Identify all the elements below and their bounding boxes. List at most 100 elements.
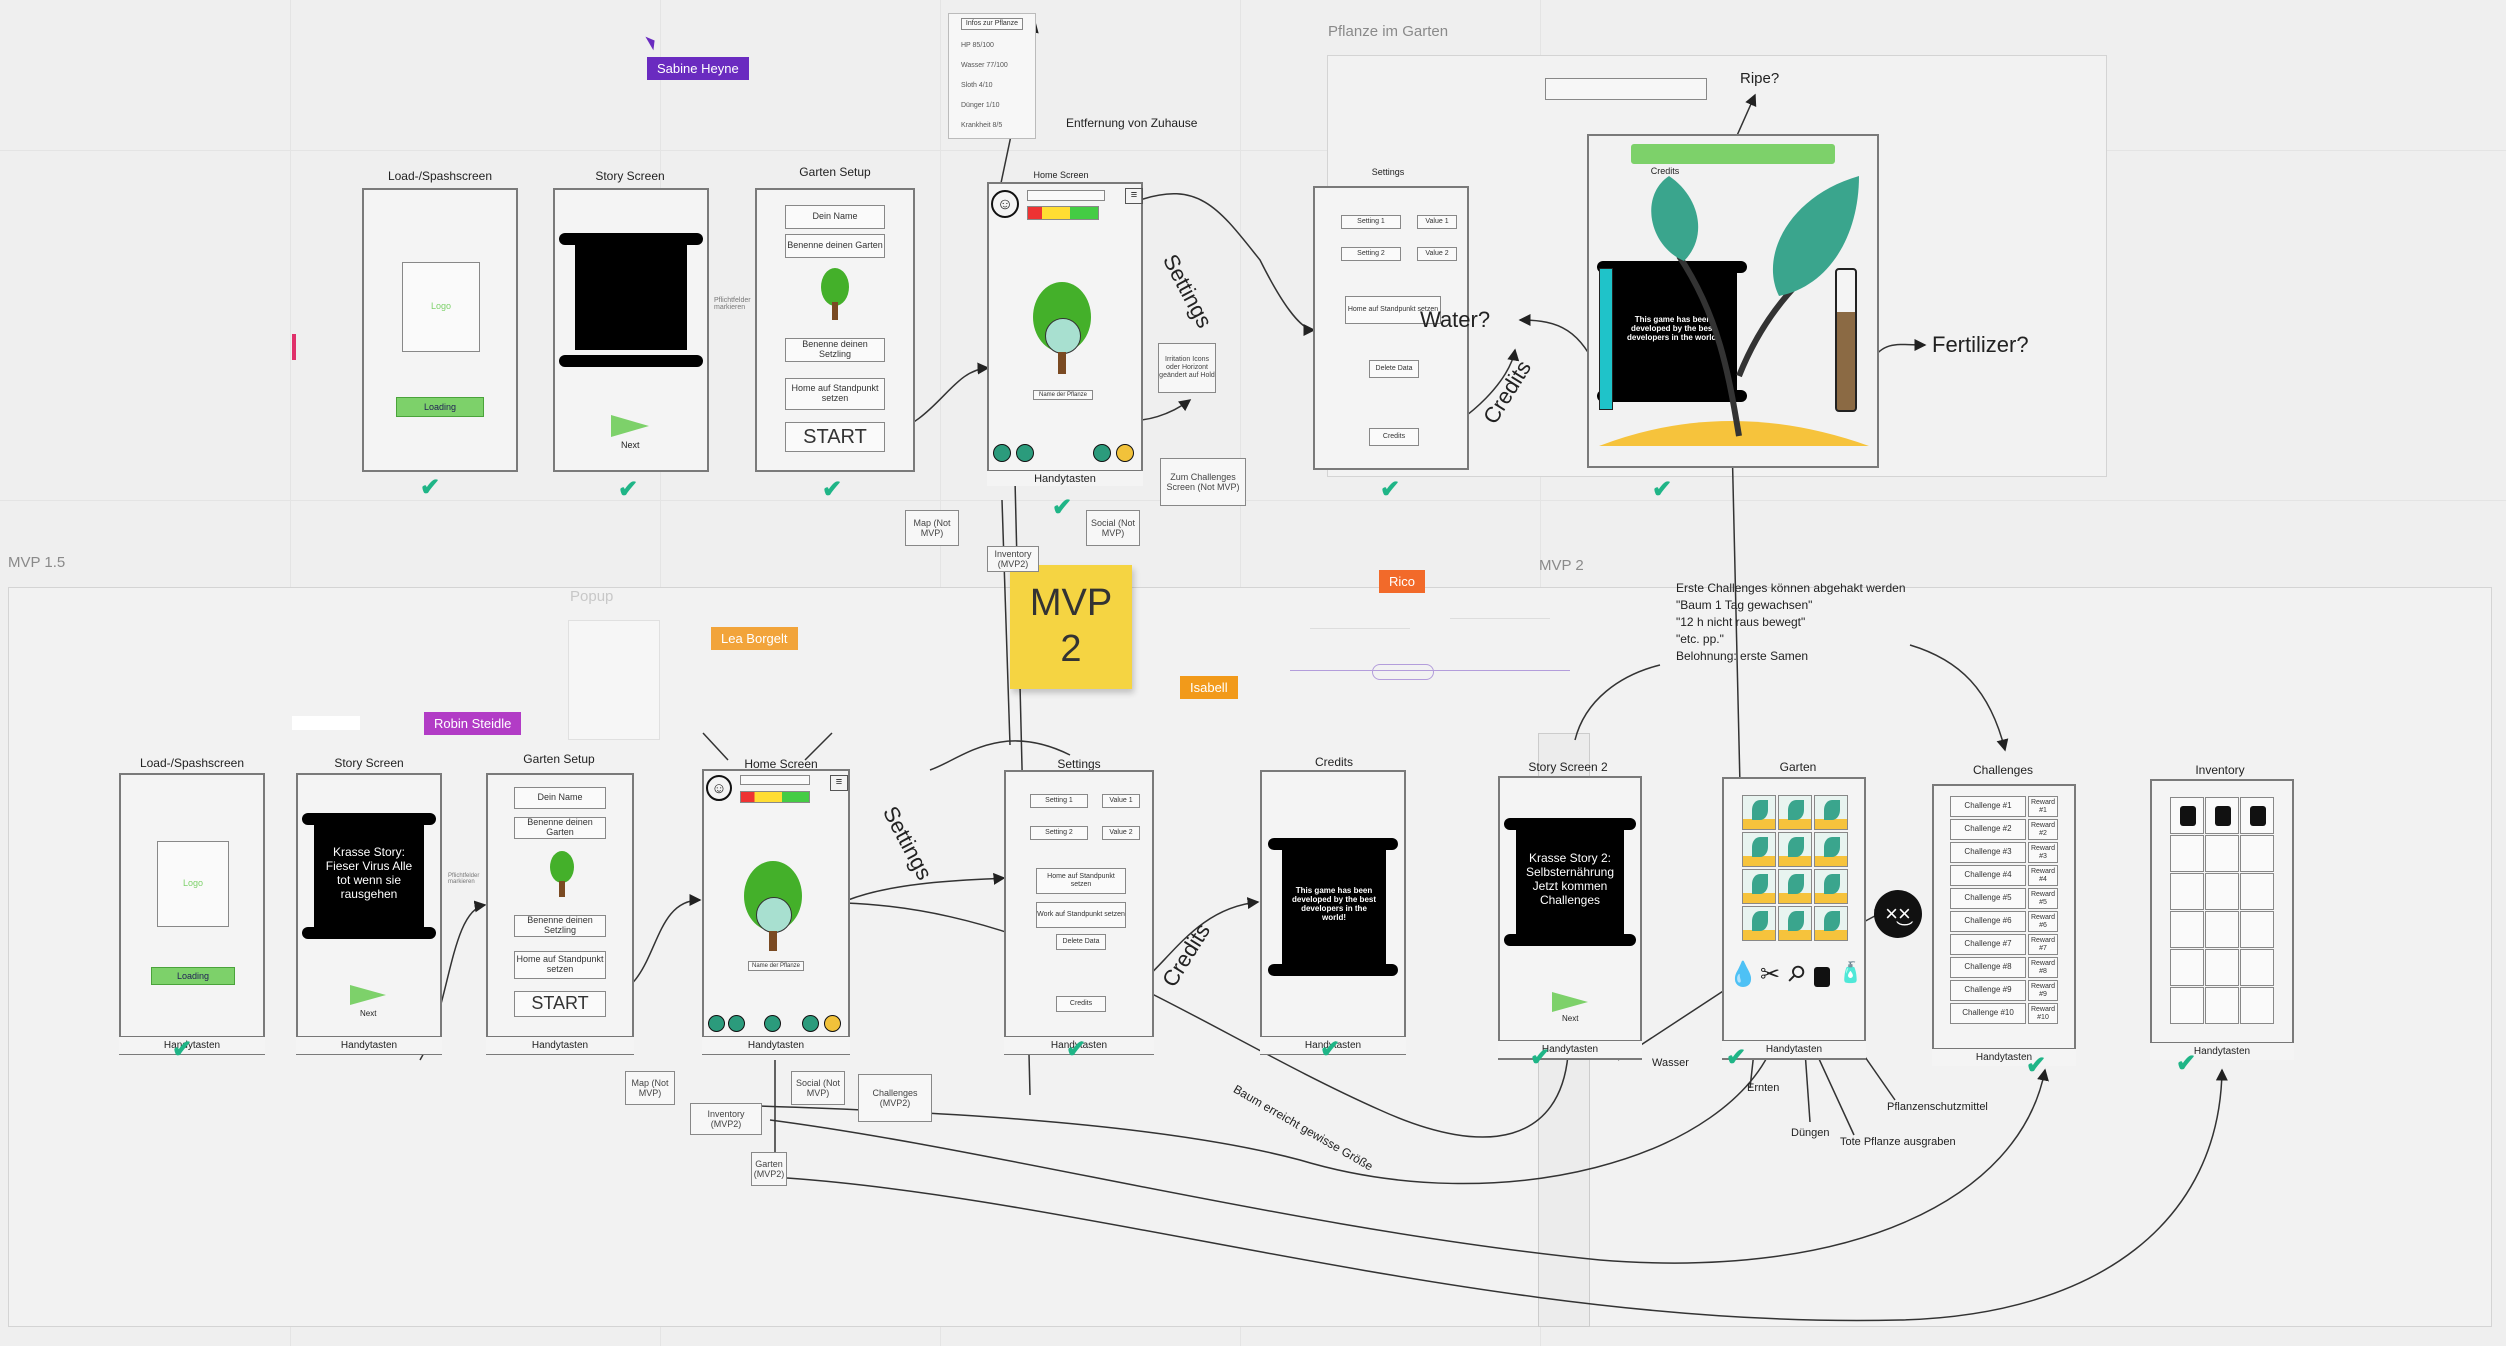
inventory-slot[interactable] <box>2205 797 2239 834</box>
plant-slot[interactable] <box>1814 906 1848 941</box>
inventory-icon[interactable] <box>1016 444 1034 462</box>
challenge-item[interactable]: Challenge #5 <box>1950 888 2026 909</box>
scissors-icon[interactable]: ✂ <box>1760 961 1781 988</box>
handytasten-bar[interactable]: Handytasten <box>1498 1040 1642 1058</box>
menu-icon[interactable]: ≡ <box>830 775 848 791</box>
garden-name-field[interactable]: Benenne deinen Garten <box>785 234 885 258</box>
inventory-slot[interactable] <box>2170 987 2204 1024</box>
value1[interactable]: Value 1 <box>1102 794 1140 808</box>
plant-slot[interactable] <box>1814 869 1848 904</box>
spray-bottle-icon[interactable]: 🧴 <box>1838 962 1863 984</box>
plant-slot[interactable] <box>1778 869 1812 904</box>
inventory-slot[interactable] <box>2240 987 2274 1024</box>
inventory-slot[interactable] <box>2240 949 2274 986</box>
tree-character-icon[interactable] <box>740 861 806 961</box>
handytasten-bar[interactable]: Handytasten <box>702 1036 850 1054</box>
face-icon[interactable]: ☺ <box>706 775 732 801</box>
next-arrow-icon[interactable] <box>611 415 649 437</box>
start-button[interactable]: START <box>785 422 885 452</box>
handytasten-bar[interactable]: Handytasten <box>1932 1048 2076 1066</box>
plant-slot[interactable] <box>1814 832 1848 867</box>
name-field[interactable]: Dein Name <box>785 205 885 229</box>
inventory-slot[interactable] <box>2170 911 2204 948</box>
water-drop-icon[interactable]: 💧 <box>1728 961 1758 988</box>
plant-slot[interactable] <box>1742 795 1776 830</box>
setting1[interactable]: Setting 1 <box>1030 794 1088 808</box>
value2[interactable]: Value 2 <box>1102 826 1140 840</box>
inventory-slot[interactable] <box>2240 797 2274 834</box>
next-arrow-icon[interactable] <box>1552 992 1588 1012</box>
name-field[interactable]: Dein Name <box>514 787 606 809</box>
plant-slot[interactable] <box>1742 906 1776 941</box>
social-icon[interactable] <box>1093 444 1111 462</box>
plant-slot[interactable] <box>1742 832 1776 867</box>
inventory-slot[interactable] <box>2240 911 2274 948</box>
plant-slot[interactable] <box>1778 795 1812 830</box>
inventory-slot[interactable] <box>2205 835 2239 872</box>
delete-data-button[interactable]: Delete Data <box>1056 934 1106 950</box>
inventory-slot[interactable] <box>2205 949 2239 986</box>
challenge-item[interactable]: Challenge #8 <box>1950 957 2026 978</box>
inventory-slot[interactable] <box>2205 911 2239 948</box>
inventory-slot[interactable] <box>2240 873 2274 910</box>
plant-slot[interactable] <box>1742 869 1776 904</box>
handytasten-bar[interactable]: Handytasten <box>1260 1036 1406 1054</box>
face-icon[interactable]: ☺ <box>991 190 1019 218</box>
credits-button[interactable]: Credits <box>1369 428 1419 446</box>
plant-slot[interactable] <box>1778 832 1812 867</box>
shovel-icon[interactable]: ⚲ <box>1781 959 1811 989</box>
challenge-item[interactable]: Challenge #6 <box>1950 911 2026 932</box>
social-icon[interactable] <box>802 1015 819 1032</box>
inventory-slot[interactable] <box>2170 835 2204 872</box>
next-arrow-icon[interactable] <box>350 985 386 1005</box>
inventory-slot[interactable] <box>2170 797 2204 834</box>
plant-slot[interactable] <box>1814 795 1848 830</box>
garden-name-field[interactable]: Benenne deinen Garten <box>514 817 606 839</box>
credits-button[interactable]: Credits <box>1056 996 1106 1012</box>
delete-data-button[interactable]: Delete Data <box>1369 360 1419 378</box>
challenges-icon[interactable] <box>824 1015 841 1032</box>
sticky-note[interactable]: MVP 2 <box>1010 565 1132 689</box>
home-location-setting[interactable]: Home auf Standpunkt setzen <box>1345 296 1441 324</box>
challenges-icon[interactable] <box>1116 444 1134 462</box>
handytasten-bar[interactable]: Handytasten <box>1004 1036 1154 1054</box>
setting2[interactable]: Setting 2 <box>1341 247 1401 261</box>
value1[interactable]: Value 1 <box>1417 215 1457 229</box>
handytasten-bar[interactable]: Handytasten <box>296 1036 442 1054</box>
home-location-button[interactable]: Home auf Standpunkt setzen <box>514 951 606 979</box>
handytasten-bar[interactable]: Handytasten <box>119 1036 265 1054</box>
start-button[interactable]: START <box>514 991 606 1017</box>
challenge-item[interactable]: Challenge #4 <box>1950 865 2026 886</box>
inventory-slot[interactable] <box>2170 873 2204 910</box>
setting1[interactable]: Setting 1 <box>1341 215 1401 229</box>
handytasten-bar[interactable]: Handytasten <box>1722 1040 1866 1058</box>
fertilizer-bag-icon[interactable] <box>1814 967 1830 987</box>
setting2[interactable]: Setting 2 <box>1030 826 1088 840</box>
value2[interactable]: Value 2 <box>1417 247 1457 261</box>
setzling-name-field[interactable]: Benenne deinen Setzling <box>785 338 885 362</box>
inventory-slot[interactable] <box>2205 987 2239 1024</box>
challenge-item[interactable]: Challenge #7 <box>1950 934 2026 955</box>
home-location-button[interactable]: Home auf Standpunkt setzen <box>785 378 885 410</box>
challenge-item[interactable]: Challenge #9 <box>1950 980 2026 1001</box>
plant-slot[interactable] <box>1778 906 1812 941</box>
inventory-slot[interactable] <box>2240 835 2274 872</box>
challenge-item[interactable]: Challenge #2 <box>1950 819 2026 840</box>
home-location-setting[interactable]: Home auf Standpunkt setzen <box>1036 868 1126 894</box>
inventory-icon[interactable] <box>728 1015 745 1032</box>
map-icon[interactable] <box>993 444 1011 462</box>
setzling-name-field[interactable]: Benenne deinen Setzling <box>514 915 606 937</box>
handytasten-bar[interactable]: Handytasten <box>2150 1042 2294 1060</box>
inventory-slot[interactable] <box>2205 873 2239 910</box>
challenge-item[interactable]: Challenge #10 <box>1950 1003 2026 1024</box>
handytasten-bar[interactable]: Handytasten <box>987 470 1143 486</box>
map-icon[interactable] <box>708 1015 725 1032</box>
menu-icon[interactable]: ≡ <box>1125 188 1143 204</box>
work-location-setting[interactable]: Work auf Standpunkt setzen <box>1036 902 1126 928</box>
garden-icon[interactable] <box>764 1015 781 1032</box>
challenge-item[interactable]: Challenge #3 <box>1950 842 2026 863</box>
inventory-slot[interactable] <box>2170 949 2204 986</box>
handytasten-bar[interactable]: Handytasten <box>486 1036 634 1054</box>
tree-character-icon[interactable] <box>1027 282 1097 382</box>
challenge-item[interactable]: Challenge #1 <box>1950 796 2026 817</box>
